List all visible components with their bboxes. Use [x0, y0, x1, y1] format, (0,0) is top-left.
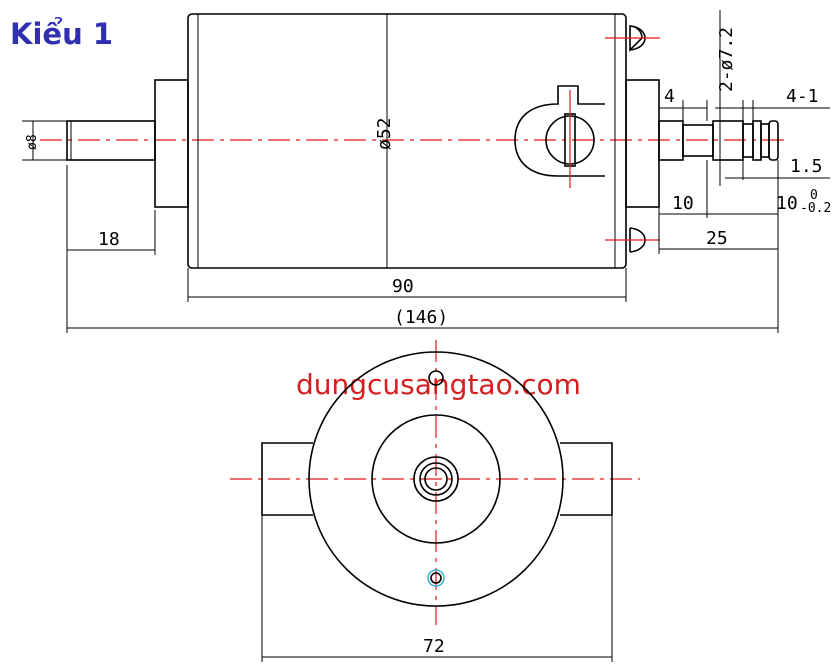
- bottom-mounting-hole: [427, 569, 445, 587]
- dim-72: 72: [423, 636, 445, 657]
- mounting-screws: [605, 25, 660, 253]
- rear-shaft: [658, 120, 779, 161]
- dim-25: 25: [706, 228, 728, 249]
- dim-18: 18: [98, 229, 120, 250]
- end-view: 72: [230, 340, 640, 662]
- dim-146: (146): [394, 307, 448, 328]
- side-tabs: [261, 442, 613, 516]
- dimension-lines: [22, 10, 830, 333]
- dim-holes: 2-ø7.2: [716, 27, 737, 92]
- side-view: ø8 ø52 2-ø7.2 4-1 4 1.5 10 10 0 -0.2 25 …: [22, 10, 831, 333]
- dim-90: 90: [392, 276, 414, 297]
- shaft-circle: [424, 467, 448, 491]
- rear-flange: [625, 79, 660, 208]
- dim-1-5: 1.5: [790, 156, 823, 177]
- dim-shaft-diameter: ø8: [25, 134, 40, 150]
- bearing-inner: [419, 462, 453, 496]
- dim-tol-upper: 0: [810, 188, 818, 203]
- drawing-title: Kiểu 1: [10, 17, 113, 51]
- front-flange: [154, 79, 189, 208]
- dim-tol-lower: -0.2: [800, 201, 831, 216]
- dim-body-diameter: ø52: [374, 117, 395, 150]
- dim-4: 4: [664, 86, 675, 107]
- dim-10-left: 10: [672, 193, 694, 214]
- dim-grooves: 4-1: [786, 86, 819, 107]
- top-mounting-hole: [428, 370, 444, 386]
- bearing-outer: [413, 456, 459, 502]
- end-boss-circle: [371, 414, 501, 544]
- dim-10-right: 10: [776, 193, 798, 214]
- brush-holder: [514, 85, 605, 188]
- end-outer-circle: [308, 351, 564, 607]
- motor-body: [187, 13, 627, 269]
